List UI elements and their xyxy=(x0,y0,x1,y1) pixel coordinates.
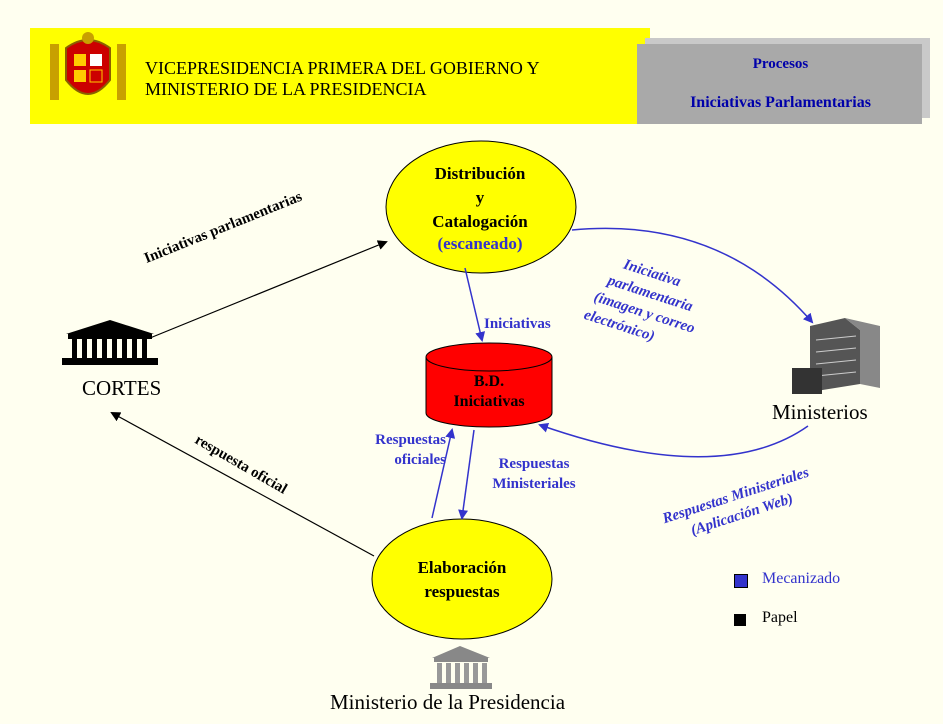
edge-distribucion-to-ministerios xyxy=(571,227,814,324)
edge-cortes-to-distribucion xyxy=(149,240,388,339)
ministerios-label: Ministerios xyxy=(772,400,868,424)
header-title-line2: MINISTERIO DE LA PRESIDENCIA xyxy=(145,79,427,99)
process-box xyxy=(637,44,922,124)
resp-oficiales-line2: oficiales xyxy=(394,452,446,468)
legend-papel-label: Papel xyxy=(762,609,798,626)
database-line1: B.D. xyxy=(473,373,505,390)
legend-mecanizado-label: Mecanizado xyxy=(762,570,841,587)
edge-elaboracion-to-cortes xyxy=(110,412,375,557)
distribucion-line2: y xyxy=(475,188,485,207)
elaboracion-line1: Elaboración xyxy=(417,558,507,577)
elaboracion-line2: respuestas xyxy=(424,582,500,601)
parliament-building-icon xyxy=(62,320,158,365)
legend-mecanizado-swatch xyxy=(734,574,748,588)
header-title-line1: VICEPRESIDENCIA PRIMERA DEL GOBIERNO Y xyxy=(145,58,540,78)
elaboracion-label: Elaboración respuestas xyxy=(382,556,542,604)
presidencia-label: Ministerio de la Presidencia xyxy=(330,690,566,714)
edge-label-respuestas-ministeriales: Respuestas Ministeriales xyxy=(480,454,588,494)
process-label: Procesos xyxy=(752,56,809,72)
edge-label-iniciativas: Iniciativas xyxy=(484,316,551,332)
edge-elaboracion-to-db xyxy=(431,428,456,519)
resp-oficiales-line1: Respuestas xyxy=(375,432,446,448)
legend-papel-swatch xyxy=(734,614,746,626)
header-title: VICEPRESIDENCIA PRIMERA DEL GOBIERNO Y M… xyxy=(145,58,540,100)
process-name: Iniciativas Parlamentarias xyxy=(690,94,871,111)
office-building-icon xyxy=(792,318,880,394)
cortes-label: CORTES xyxy=(82,376,162,400)
distribucion-node xyxy=(385,140,577,274)
edge-distribucion-to-db xyxy=(464,267,486,342)
database-line2: Iniciativas xyxy=(453,393,525,410)
spain-coat-of-arms-icon xyxy=(50,32,126,100)
edge-ministerios-to-db xyxy=(538,422,809,458)
edge-db-to-elaboracion xyxy=(458,429,475,520)
escaneado-label: (escaneado) xyxy=(437,234,523,253)
resp-ministeriales-line2: Ministeriales xyxy=(492,476,576,492)
distribucion-label: Distribución y Catalogación xyxy=(400,162,560,234)
database-label: B.D. Iniciativas xyxy=(426,372,552,412)
header-band xyxy=(30,28,650,124)
government-building-icon xyxy=(430,646,492,689)
edge-label-respuestas-oficiales: Respuestas oficiales xyxy=(346,430,446,470)
distribucion-line3: Catalogación xyxy=(432,212,528,231)
database-node xyxy=(425,342,553,428)
resp-ministeriales-line1: Respuestas xyxy=(498,456,570,472)
distribucion-line1: Distribución xyxy=(434,164,526,183)
